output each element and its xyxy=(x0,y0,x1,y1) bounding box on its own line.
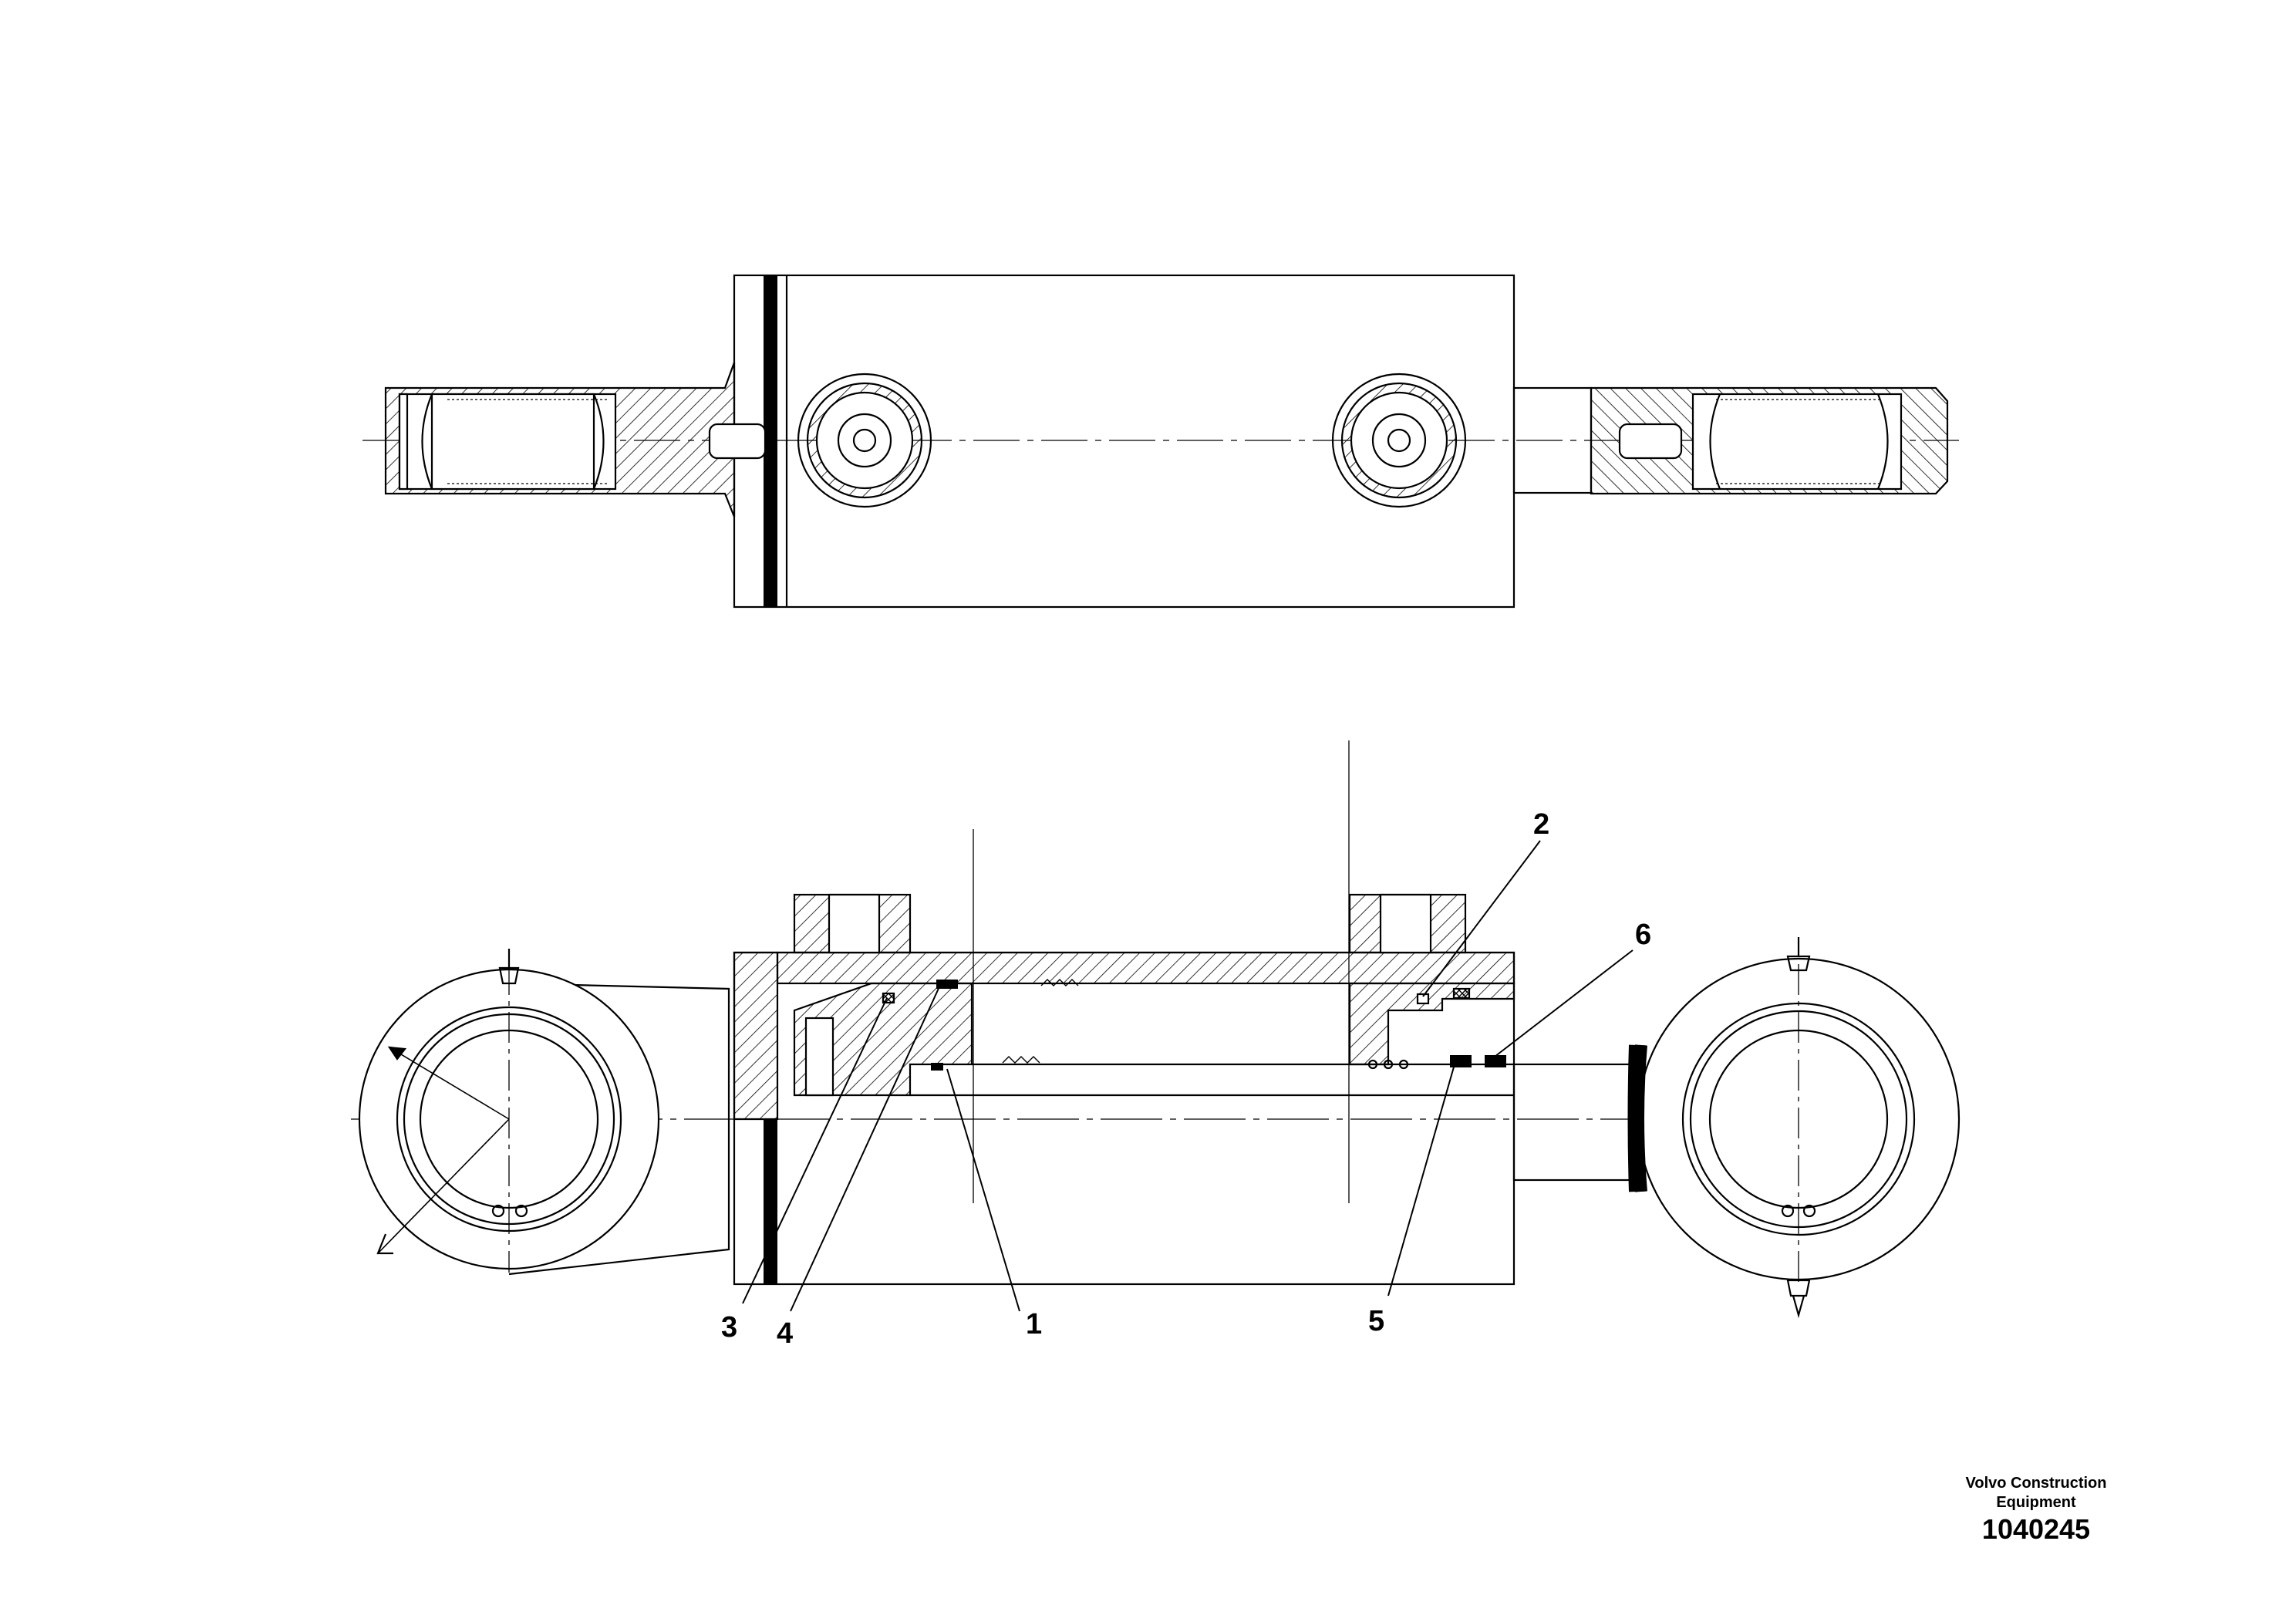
leader-lines xyxy=(742,840,1633,1312)
leader-2 xyxy=(1422,840,1541,997)
section-view xyxy=(351,740,1961,1319)
callout-1: 1 xyxy=(1026,1308,1043,1340)
callout-5: 5 xyxy=(1368,1305,1385,1337)
leader-1 xyxy=(946,1068,1020,1312)
leader-3 xyxy=(742,997,888,1304)
top-left-port xyxy=(797,373,932,508)
callout-2: 2 xyxy=(1533,808,1550,841)
leader-5 xyxy=(1387,1064,1455,1297)
top-right-port xyxy=(1331,373,1467,508)
drawing-number: 1040245 xyxy=(1981,1513,2091,1545)
leader-6 xyxy=(1494,949,1633,1057)
section-piston-rod xyxy=(1512,1063,1639,1182)
leader-4 xyxy=(790,983,942,1312)
top-view xyxy=(362,274,1959,609)
callout-6: 6 xyxy=(1635,919,1652,951)
callout-4: 4 xyxy=(777,1317,794,1350)
brand-name-line1: Volvo Construction xyxy=(1965,1475,2107,1492)
left-eye-outline xyxy=(358,949,730,1276)
brand-name-line2: Equipment xyxy=(1996,1494,2076,1511)
callout-3: 3 xyxy=(721,1311,738,1344)
right-eye-outline xyxy=(1627,937,1961,1319)
rod-end-boss xyxy=(1632,1044,1647,1192)
